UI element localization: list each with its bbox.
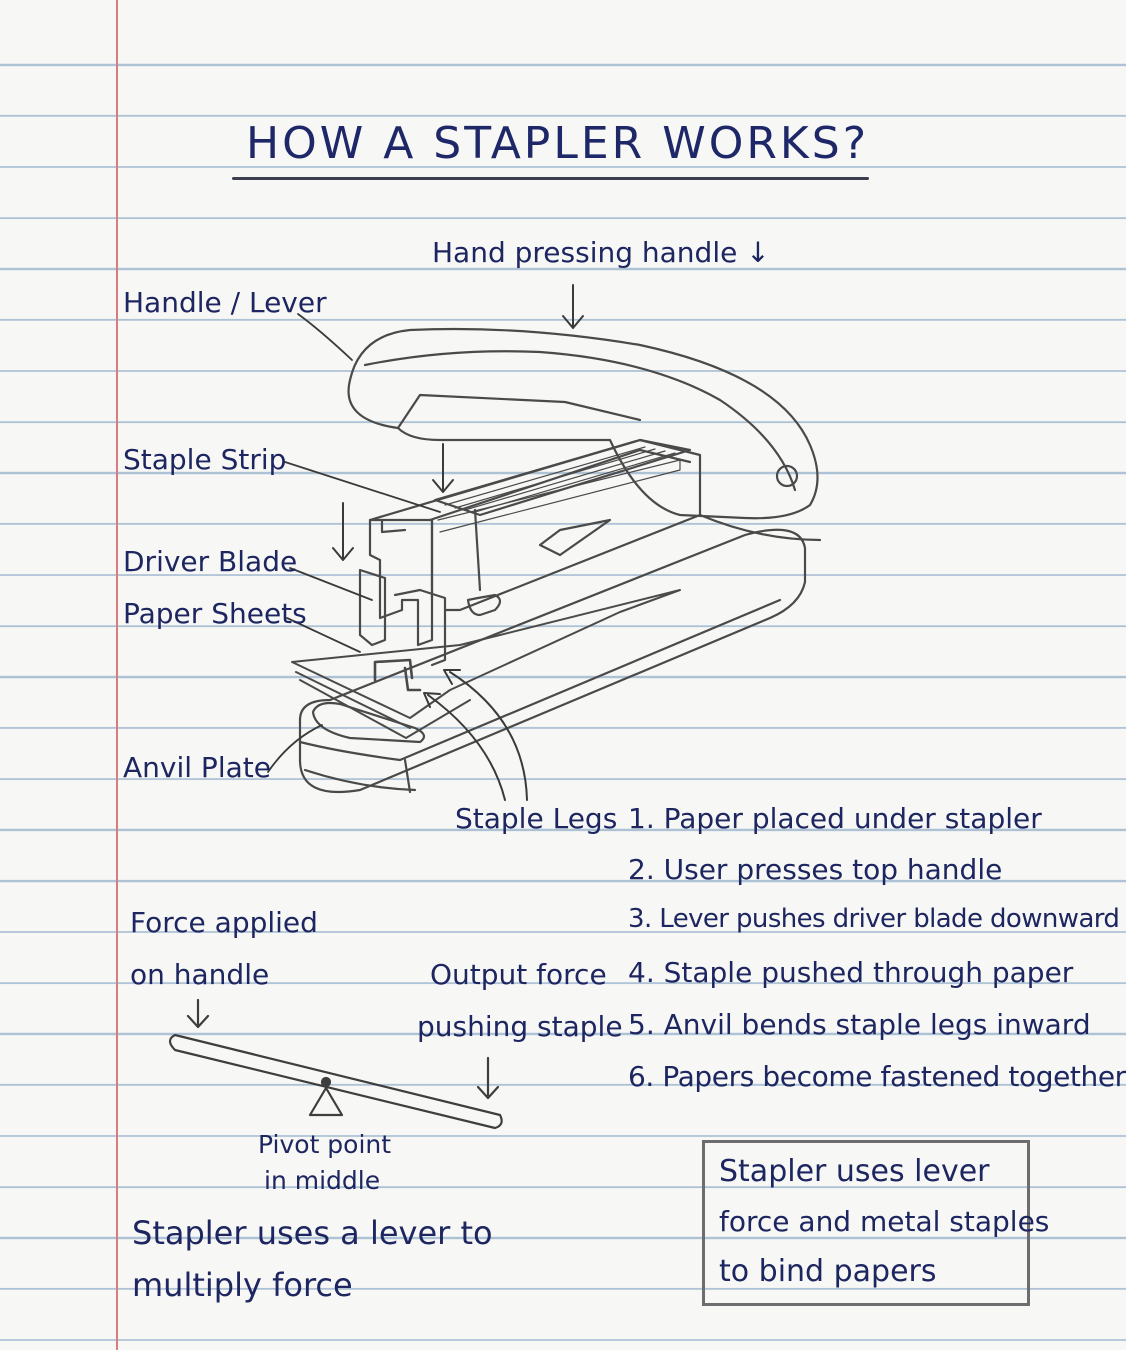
page-title: HOW A STAPLER WORKS? bbox=[246, 118, 870, 169]
note-box: Stapler uses lever force and metal stapl… bbox=[702, 1140, 1050, 1306]
label-leader-lines bbox=[267, 313, 441, 773]
hand-pressing-label: Hand pressing handle ↓ bbox=[432, 236, 770, 269]
force-applied-label-2: on handle bbox=[130, 958, 270, 991]
step-item: 4. Staple pushed through paper bbox=[628, 956, 1074, 989]
staple-strip bbox=[433, 438, 692, 533]
arrows bbox=[332, 284, 584, 801]
note-line-3: to bind papers bbox=[719, 1254, 937, 1289]
pivot-point-label: Pivot point bbox=[258, 1130, 392, 1159]
output-force-label: Output force bbox=[430, 958, 607, 991]
notebook-margin-line bbox=[116, 0, 118, 1350]
paper-sheets-label: Paper Sheets bbox=[123, 597, 307, 630]
step-item: 2. User presses top handle bbox=[628, 853, 1003, 886]
lever-diagram bbox=[168, 998, 503, 1130]
pivot-point-label-2: in middle bbox=[264, 1166, 381, 1195]
staple-legs-label: Staple Legs bbox=[455, 802, 618, 835]
staple-strip-label: Staple Strip bbox=[123, 443, 287, 476]
step-item: 1. Paper placed under stapler bbox=[628, 802, 1042, 835]
output-force-label-2: pushing staple bbox=[417, 1010, 623, 1043]
summary-line-1: Stapler uses a lever to bbox=[132, 1214, 493, 1252]
step-item: 5. Anvil bends staple legs inward bbox=[628, 1008, 1091, 1041]
anvil-plate-label: Anvil Plate bbox=[123, 751, 271, 784]
stapler-handle bbox=[347, 327, 822, 542]
title-underline bbox=[232, 177, 869, 180]
anvil-plate bbox=[311, 701, 426, 744]
notebook-page: HOW A STAPLER WORKS? bbox=[123, 118, 1126, 1306]
stapler-base bbox=[298, 528, 807, 794]
staple-legs bbox=[373, 658, 422, 692]
step-item: 3. Lever pushes driver blade downward bbox=[628, 904, 1120, 934]
stapler-magazine bbox=[368, 438, 702, 617]
note-line-1: Stapler uses lever bbox=[719, 1154, 990, 1189]
step-item: 6. Papers become fastened together bbox=[628, 1060, 1126, 1093]
driver-blade-label: Driver Blade bbox=[123, 545, 298, 578]
summary-line-2: multiply force bbox=[132, 1266, 353, 1304]
note-line-2: force and metal staples bbox=[719, 1205, 1050, 1238]
handle-lever-label: Handle / Lever bbox=[123, 286, 327, 319]
stapler-diagram bbox=[168, 284, 822, 1130]
force-applied-label: Force applied bbox=[130, 906, 318, 939]
driver-blade bbox=[358, 518, 447, 667]
